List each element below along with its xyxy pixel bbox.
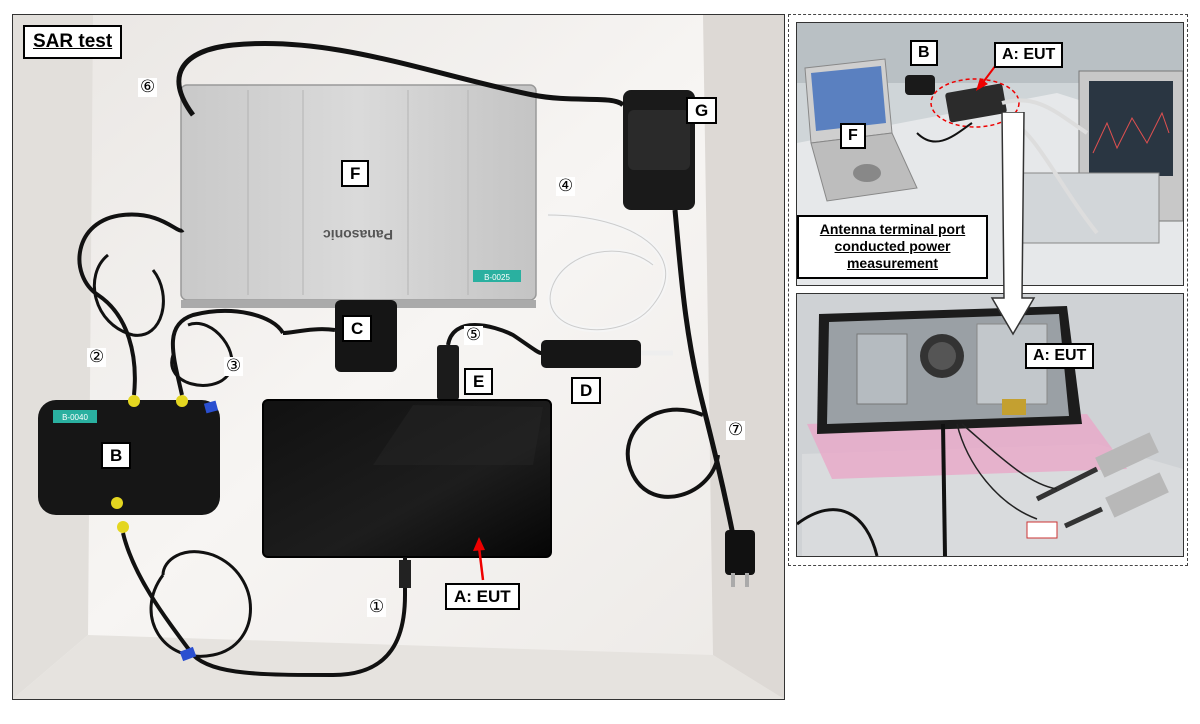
label-a-eut-bottom-right: A: EUT (1025, 343, 1095, 369)
zoom-arrow (990, 112, 1036, 336)
conducted-power-frame (788, 14, 1188, 566)
cable-number-4: ④ (556, 176, 576, 196)
cable-number-3: ③ (224, 356, 244, 376)
cable-number-1: ① (367, 597, 387, 617)
label-c-charger: C (342, 315, 373, 342)
label-a-eut: A: EUT (445, 583, 520, 610)
label-b-hub-right: B (910, 40, 938, 66)
label-d-ethernet-adapter: D (571, 377, 602, 404)
sar-test-title: SAR test (23, 25, 123, 59)
conducted-measurement-note: Antenna terminal port conducted power me… (797, 215, 988, 279)
sar-test-photo: Panasonic B-0025 B-0040 (12, 14, 785, 700)
conducted-measurement-photo: B A: EUT F Antenna terminal port conduct… (796, 22, 1184, 286)
label-a-eut-top-right: A: EUT (994, 42, 1064, 68)
cable-number-5: ⑤ (464, 325, 484, 345)
cable-number-2: ② (87, 347, 107, 367)
eut-closeup-photo: A: EUT (796, 293, 1184, 557)
label-f-laptop: F (341, 160, 370, 187)
laptop-brand-text: Panasonic (323, 227, 393, 243)
hub-asset-tag: B-0040 (62, 413, 88, 422)
label-b-hub: B (101, 442, 132, 469)
laptop-asset-tag: B-0025 (484, 273, 510, 282)
sar-photo-drawing: Panasonic B-0025 B-0040 (13, 15, 784, 699)
label-e-adapter: E (464, 368, 494, 395)
zoom-arrow-shape (990, 112, 1036, 336)
label-g-power-brick: G (686, 97, 718, 124)
cable-number-7: ⑦ (726, 420, 746, 440)
conducted-photo-drawing (797, 23, 1183, 285)
label-f-laptop-right: F (840, 123, 866, 149)
cable-number-6: ⑥ (138, 77, 158, 97)
eut-closeup-drawing (797, 294, 1183, 556)
